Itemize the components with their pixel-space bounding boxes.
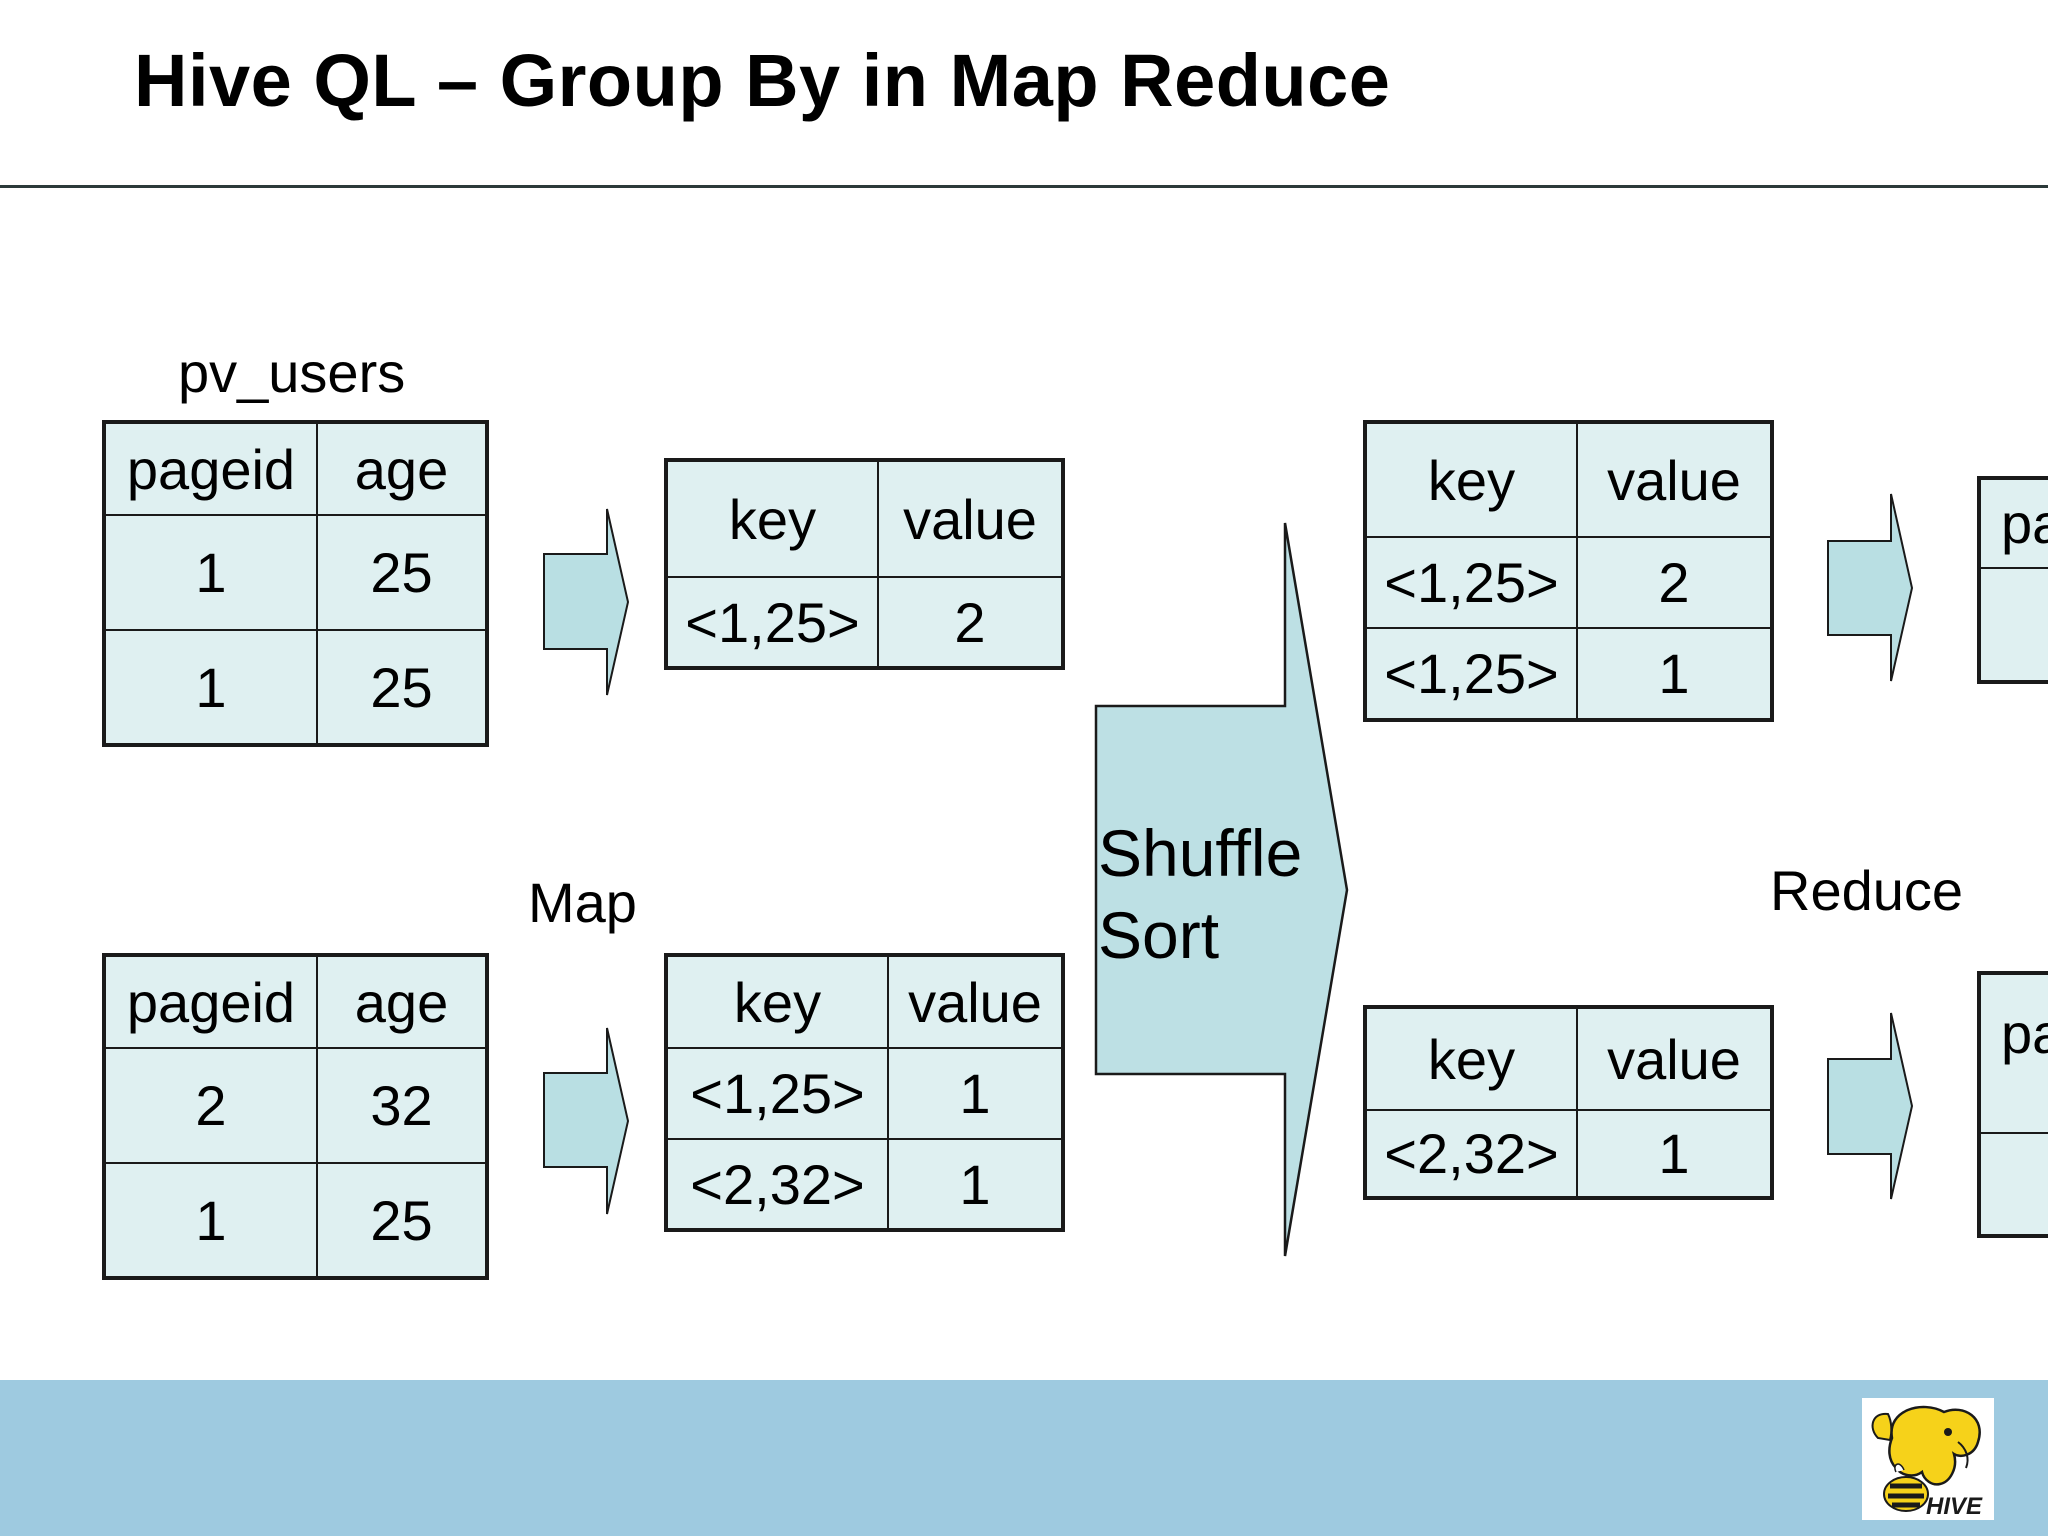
table-cell: 25 xyxy=(316,629,488,746)
input-table-1: pageid age 1 25 1 25 xyxy=(102,420,489,747)
input-table-2: pageid age 2 32 1 25 xyxy=(102,953,489,1280)
reduce-output-table-1: pa xyxy=(1977,476,2048,684)
header-cell: value xyxy=(877,459,1064,578)
map-arrow-1 xyxy=(543,508,630,696)
table-cell: 25 xyxy=(316,1162,488,1279)
table-cell: 1 xyxy=(103,1162,318,1279)
reduce-arrow-2 xyxy=(1827,1012,1914,1200)
header-cell: key xyxy=(665,459,879,578)
header-cell: pa xyxy=(1978,477,2048,569)
map-label: Map xyxy=(528,871,637,934)
table-cell: 1 xyxy=(887,1138,1064,1231)
slide-title: Hive QL – Group By in Map Reduce xyxy=(134,39,1391,122)
table-cell: 1 xyxy=(103,629,318,746)
map-arrow-2 xyxy=(543,1027,630,1215)
header-cell: value xyxy=(887,954,1064,1049)
table-cell: 1 xyxy=(887,1047,1064,1140)
table-cell: <1,25> xyxy=(665,1047,889,1140)
footer-band xyxy=(0,1380,2048,1536)
reduce-label: Reduce xyxy=(1770,859,1964,922)
shuffle-sort-arrow xyxy=(1094,522,1349,1257)
shuffle-output-table-2: key value <2,32> 1 xyxy=(1363,1005,1774,1200)
header-cell: key xyxy=(665,954,889,1049)
header-cell: age xyxy=(316,954,488,1049)
table-cell: <2,32> xyxy=(665,1138,889,1231)
table-cell: 25 xyxy=(316,514,488,631)
header-cell: key xyxy=(1364,1006,1578,1111)
table-caption: pv_users xyxy=(178,341,406,404)
shuffle-output-table-1: key value <1,25> 2 <1,25> 1 xyxy=(1363,420,1774,722)
shuffle-label: Shuffle xyxy=(1098,816,1303,890)
header-cell: pageid xyxy=(103,421,318,516)
table-cell: 1 xyxy=(103,514,318,631)
table-cell: 1 xyxy=(1576,1109,1773,1199)
table-cell: 2 xyxy=(877,576,1064,669)
table-cell: <1,25> xyxy=(665,576,879,669)
title-divider xyxy=(0,185,2048,188)
table-cell xyxy=(1978,1132,2048,1237)
hive-logo-icon: HIVE xyxy=(1862,1398,1994,1520)
table-cell: 2 xyxy=(103,1047,318,1164)
header-cell: age xyxy=(316,421,488,516)
table-cell: <2,32> xyxy=(1364,1109,1578,1199)
header-cell: value xyxy=(1576,1006,1773,1111)
hive-logo: HIVE xyxy=(1862,1398,1994,1520)
header-cell: value xyxy=(1576,421,1773,538)
table-cell: 32 xyxy=(316,1047,488,1164)
reduce-output-table-2: pa xyxy=(1977,971,2048,1238)
header-cell: key xyxy=(1364,421,1578,538)
map-output-table-1: key value <1,25> 2 xyxy=(664,458,1065,670)
header-cell: pageid xyxy=(103,954,318,1049)
table-cell: <1,25> xyxy=(1364,627,1578,721)
map-output-table-2: key value <1,25> 1 <2,32> 1 xyxy=(664,953,1065,1232)
sort-label: Sort xyxy=(1098,898,1220,972)
header-cell: pa xyxy=(1978,972,2048,1134)
table-cell: 2 xyxy=(1576,536,1773,629)
logo-text: HIVE xyxy=(1926,1493,1983,1520)
shuffle-sort-label: Shuffle Sort xyxy=(1098,812,1302,976)
table-cell: <1,25> xyxy=(1364,536,1578,629)
reduce-arrow-1 xyxy=(1827,493,1914,682)
table-cell: 1 xyxy=(1576,627,1773,721)
table-cell xyxy=(1978,567,2048,683)
